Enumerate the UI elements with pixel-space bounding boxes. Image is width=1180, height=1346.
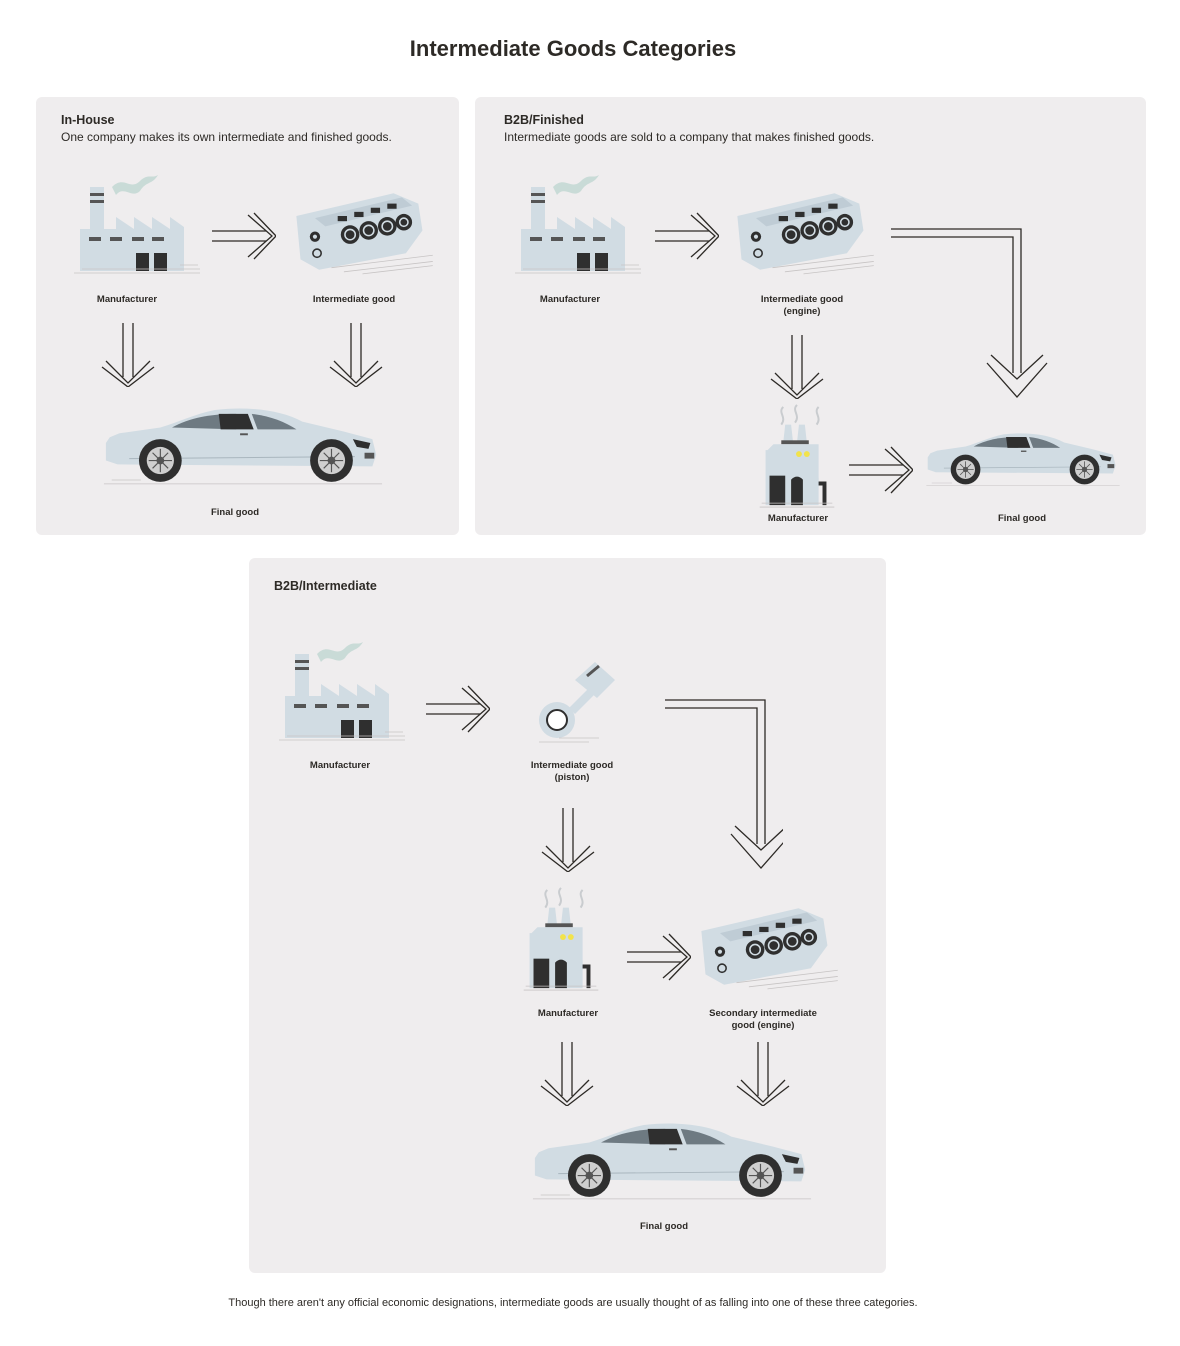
panel-b2b-intermediate: B2B/Intermediate Manufacturer Intermedia…	[249, 558, 886, 1273]
arrow-right-icon	[653, 211, 719, 261]
label-manufacturer-2: Manufacturer	[537, 1008, 599, 1019]
label-manufacturer: Manufacturer	[539, 294, 601, 305]
car-icon	[531, 1114, 813, 1204]
label-final-good: Final good	[639, 1221, 689, 1232]
label-line: (engine)	[783, 306, 821, 317]
arrow-right-icon	[625, 932, 691, 982]
panel-heading: In-House	[61, 113, 115, 127]
arrow-down-icon	[735, 1040, 791, 1106]
label-final-good: Final good	[210, 507, 260, 518]
panel-heading: B2B/Finished	[504, 113, 584, 127]
label-line: good (engine)	[731, 1020, 795, 1031]
label-secondary-intermediate: Secondary intermediate good (engine)	[693, 1008, 833, 1032]
plant-icon	[757, 403, 837, 511]
label-line: Secondary intermediate	[709, 1008, 817, 1019]
footnote-caption: Though there aren't any official economi…	[228, 1297, 918, 1309]
arrow-down-icon	[328, 321, 384, 387]
arrow-right-icon	[424, 684, 490, 734]
arrow-down-icon	[769, 333, 825, 399]
arrow-down-icon	[540, 806, 596, 872]
factory-icon	[513, 165, 643, 275]
factory-icon	[72, 165, 202, 275]
factory-icon	[277, 632, 407, 742]
page-title: Intermediate Goods Categories	[409, 36, 737, 61]
panel-in-house: In-House One company makes its own inter…	[36, 97, 459, 535]
label-intermediate-good: Intermediate good (engine)	[737, 294, 867, 318]
arrow-right-icon	[847, 445, 913, 495]
arrow-corner-down-icon	[663, 698, 783, 870]
label-line: Intermediate good	[760, 294, 844, 305]
label-manufacturer: Manufacturer	[309, 760, 371, 771]
engine-icon	[731, 185, 876, 278]
panel-description: One company makes its own intermediate a…	[61, 130, 392, 144]
label-line: Intermediate good	[530, 760, 614, 771]
car-icon	[102, 399, 384, 489]
arrow-right-icon	[210, 211, 276, 261]
label-intermediate-good: Intermediate good	[312, 294, 396, 305]
arrow-down-icon	[100, 321, 156, 387]
label-manufacturer: Manufacturer	[96, 294, 158, 305]
panel-heading: B2B/Intermediate	[274, 579, 377, 593]
arrow-corner-down-icon	[889, 227, 1049, 399]
panel-description: Intermediate goods are sold to a company…	[504, 130, 875, 144]
car-icon	[925, 427, 1121, 489]
engine-icon	[695, 900, 840, 993]
label-intermediate-good: Intermediate good (piston)	[507, 760, 637, 784]
label-line: (piston)	[554, 772, 590, 783]
piston-icon	[529, 656, 619, 746]
label-final-good: Final good	[997, 513, 1047, 524]
panel-b2b-finished: B2B/Finished Intermediate goods are sold…	[475, 97, 1146, 535]
plant-icon	[521, 886, 601, 994]
engine-icon	[290, 185, 435, 278]
label-manufacturer-2: Manufacturer	[767, 513, 829, 524]
arrow-down-icon	[539, 1040, 595, 1106]
